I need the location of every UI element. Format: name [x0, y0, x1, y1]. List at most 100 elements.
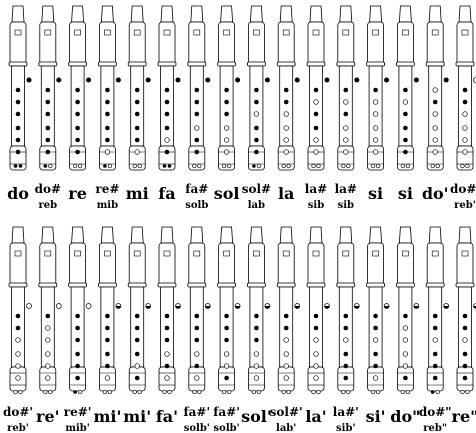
note-enharmonic-label: reb"	[423, 423, 447, 433]
fingering-column: mi'	[93, 227, 121, 426]
note-enharmonic-label: solb'	[214, 423, 240, 433]
finger-hole-5-closed	[105, 364, 110, 369]
note-label: do'	[422, 184, 449, 203]
finger-hole-2-open	[403, 326, 408, 331]
finger-hole-5-open	[46, 364, 51, 369]
double-hole-7b-open	[466, 390, 470, 394]
double-hole-7a-open	[431, 164, 435, 168]
thumb-hole-closed	[444, 78, 449, 83]
double-hole-7b-open	[466, 164, 470, 168]
finger-hole-6-closed	[224, 376, 229, 381]
finger-hole-4-open	[224, 126, 229, 131]
note-label: si'	[366, 407, 386, 426]
finger-hole-5-open	[254, 364, 259, 369]
finger-hole-5-open	[373, 138, 378, 143]
finger-hole-1-closed	[373, 88, 378, 93]
finger-hole-4-open	[344, 126, 349, 131]
finger-hole-4-closed	[373, 352, 378, 357]
finger-hole-5-open	[314, 138, 319, 143]
thumb-hole-open	[27, 304, 32, 309]
finger-hole-5-open	[463, 138, 468, 143]
finger-hole-3-closed	[135, 338, 140, 343]
fingering-column: fa#solb	[185, 6, 210, 211]
double-hole-7a-open	[312, 390, 316, 394]
double-hole-7b-open	[138, 390, 142, 394]
finger-hole-2-closed	[254, 100, 259, 105]
thumb-hole-closed	[235, 78, 240, 83]
note-label: fa#	[185, 182, 208, 196]
double-hole-7a-open	[342, 164, 346, 168]
double-hole-7a-open	[133, 390, 137, 394]
finger-hole-4-closed	[344, 352, 349, 357]
finger-hole-5-closed	[135, 138, 140, 143]
fingering-column: re"	[452, 227, 476, 426]
thumb-hole-half	[354, 304, 359, 309]
finger-hole-6-open	[135, 150, 140, 155]
finger-hole-5-closed	[195, 364, 200, 369]
fingering-row-2: do#'reb're're#'mib'mi'mi'fa'fa#'solb'fa#…	[3, 227, 476, 433]
double-hole-7b-open	[78, 164, 82, 168]
fingering-column: do	[7, 6, 31, 203]
finger-hole-4-open	[403, 352, 408, 357]
double-hole-7a-closed	[431, 390, 435, 394]
note-label: la	[278, 184, 294, 203]
note-label: do"	[390, 407, 420, 426]
finger-hole-4-closed	[254, 126, 259, 131]
fingering-column: sol#'lab'	[270, 227, 303, 433]
note-enharmonic-label: mib'	[65, 423, 89, 433]
finger-hole-3-closed	[254, 338, 259, 343]
finger-hole-3-closed	[195, 112, 200, 117]
double-hole-7b-open	[347, 390, 351, 394]
note-label: do	[7, 184, 29, 203]
note-label: re	[68, 184, 87, 203]
double-hole-7a-open	[133, 164, 137, 168]
finger-hole-2-closed	[16, 326, 21, 331]
double-hole-7a-open	[222, 164, 226, 168]
finger-hole-4-closed	[165, 126, 170, 131]
finger-hole-6-open	[105, 150, 110, 155]
thumb-hole-half	[295, 304, 300, 309]
finger-hole-3-closed	[224, 338, 229, 343]
double-hole-7b-open	[406, 390, 410, 394]
finger-hole-6-open	[16, 376, 21, 381]
finger-hole-2-closed	[16, 100, 21, 105]
finger-hole-5-open	[344, 138, 349, 143]
note-label: la'	[305, 407, 326, 426]
double-hole-7b-open	[49, 164, 53, 168]
finger-hole-1-closed	[165, 88, 170, 93]
note-label: sol'	[241, 407, 272, 426]
finger-hole-6-closed	[165, 150, 170, 155]
finger-hole-4-closed	[135, 352, 140, 357]
finger-hole-3-open	[284, 112, 289, 117]
finger-hole-6-closed	[344, 376, 349, 381]
double-hole-7a-closed	[44, 164, 48, 168]
finger-hole-4-open	[314, 352, 319, 357]
finger-hole-6-open	[373, 150, 378, 155]
finger-hole-3-closed	[224, 112, 229, 117]
fingering-column: re#mib	[95, 6, 121, 211]
note-label: mi'	[123, 407, 151, 426]
finger-hole-5-closed	[463, 364, 468, 369]
finger-hole-3-closed	[165, 112, 170, 117]
note-label: mi	[126, 184, 149, 203]
finger-hole-3-open	[373, 112, 378, 117]
note-label: sol#'	[270, 405, 303, 419]
double-hole-7b-open	[376, 164, 380, 168]
finger-hole-2-closed	[135, 326, 140, 331]
finger-hole-4-open	[195, 126, 200, 131]
finger-hole-1-closed	[16, 314, 21, 319]
finger-hole-5-open	[433, 138, 438, 143]
fingering-column: re#'mib'	[64, 227, 92, 433]
finger-hole-2-closed	[433, 100, 438, 105]
finger-hole-1-closed	[254, 88, 259, 93]
double-hole-7a-open	[193, 164, 197, 168]
finger-hole-5-open	[224, 364, 229, 369]
finger-hole-2-closed	[165, 100, 170, 105]
finger-hole-1-closed	[254, 314, 259, 319]
finger-hole-5-open	[224, 138, 229, 143]
finger-hole-6-open	[105, 376, 110, 381]
note-label: sol#	[242, 182, 271, 196]
finger-hole-1-closed	[403, 314, 408, 319]
finger-hole-5-closed	[75, 364, 80, 369]
finger-hole-1-closed	[344, 88, 349, 93]
